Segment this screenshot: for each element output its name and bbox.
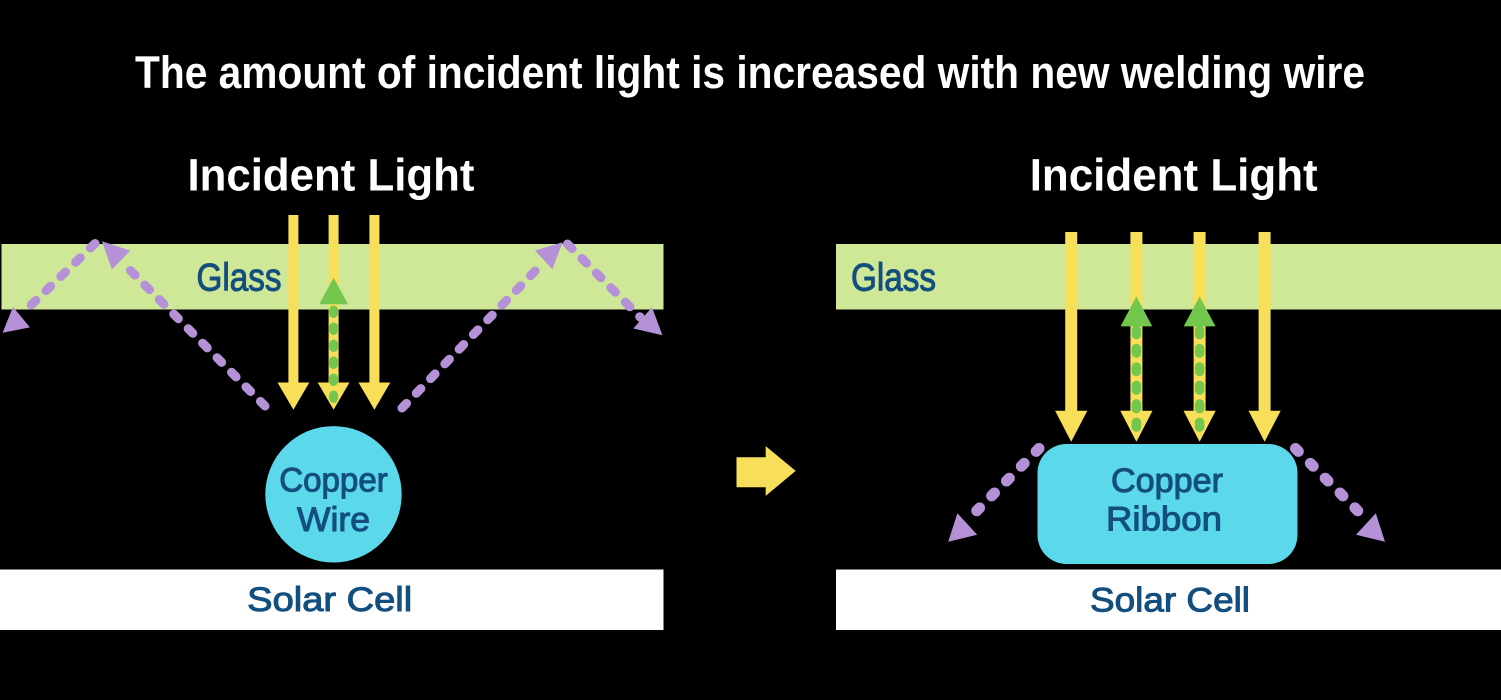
svg-text:Incident Light: Incident Light [1030, 150, 1318, 201]
svg-text:Solar Cell: Solar Cell [1090, 582, 1250, 620]
svg-text:Copper: Copper [279, 462, 388, 500]
svg-text:Glass: Glass [197, 257, 282, 300]
svg-text:Copper: Copper [1111, 462, 1223, 500]
svg-text:Incident Light: Incident Light [188, 150, 475, 201]
svg-text:Ribbon: Ribbon [1106, 501, 1222, 539]
svg-text:Wire: Wire [297, 501, 370, 539]
svg-text:The amount of incident light i: The amount of incident light is increase… [135, 47, 1365, 98]
svg-text:Solar Cell: Solar Cell [247, 581, 412, 619]
svg-text:Glass: Glass [851, 257, 936, 300]
